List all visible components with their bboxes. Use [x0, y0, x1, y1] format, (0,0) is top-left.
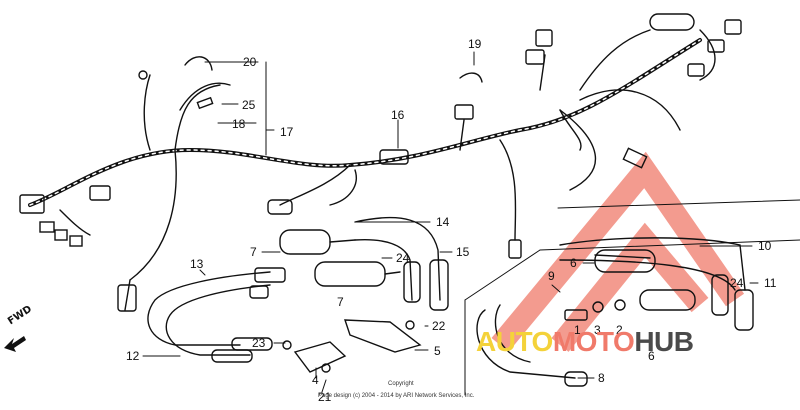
plug-wire-13	[147, 271, 271, 346]
callout-16: 16	[391, 108, 405, 122]
callout-10: 10	[758, 239, 772, 253]
callout-11: 11	[764, 276, 777, 290]
ignition-coil-upper	[279, 229, 356, 255]
callout-22: 22	[432, 319, 446, 333]
watermark-logo	[491, 151, 745, 353]
callout-6-lower: 6	[648, 349, 655, 363]
harness-branch	[129, 149, 177, 281]
callout-4: 4	[312, 373, 319, 387]
callout-13: 13	[190, 257, 204, 271]
callout-19: 19	[468, 37, 482, 51]
watermark-part-moto: MOTO	[552, 326, 635, 357]
callout-21: 21	[318, 390, 332, 404]
callout-3: 3	[594, 323, 601, 337]
forward-arrow-icon	[4, 336, 26, 352]
callout-20: 20	[243, 55, 257, 69]
callout-18: 18	[232, 117, 246, 131]
ignition-coil-lower	[314, 261, 401, 287]
sub-frame	[464, 249, 541, 301]
watermark-text: AUTOMOTOHUB	[476, 326, 694, 358]
copyright-short: Copyright	[388, 381, 414, 387]
clamp-20	[184, 56, 213, 71]
watermark-part-hub: HUB	[634, 326, 694, 357]
callout-6-upper: 6	[570, 256, 577, 270]
callout-24-left: 24	[396, 251, 410, 265]
bracket-4	[293, 341, 347, 373]
callout-7-upper: 7	[250, 245, 257, 259]
copyright-notice: Page design (c) 2004 - 2014 by ARI Netwo…	[318, 393, 475, 399]
callout-7-lower: 7	[337, 295, 344, 309]
callout-5: 5	[434, 344, 441, 358]
callout-2: 2	[616, 323, 623, 337]
callout-14: 14	[436, 215, 450, 229]
watermark-part-auto: AUTO	[476, 326, 553, 357]
coil-6-upper	[594, 254, 651, 259]
callout-15: 15	[456, 245, 470, 259]
bracket-5	[344, 319, 422, 353]
callout-9: 9	[548, 269, 555, 283]
callout-17: 17	[280, 125, 294, 139]
callout-12: 12	[126, 349, 140, 363]
callout-23: 23	[252, 336, 266, 350]
callout-25: 25	[242, 98, 256, 112]
callout-8: 8	[598, 371, 605, 385]
callout-1: 1	[574, 323, 581, 337]
callout-24-right: 24	[730, 276, 744, 290]
